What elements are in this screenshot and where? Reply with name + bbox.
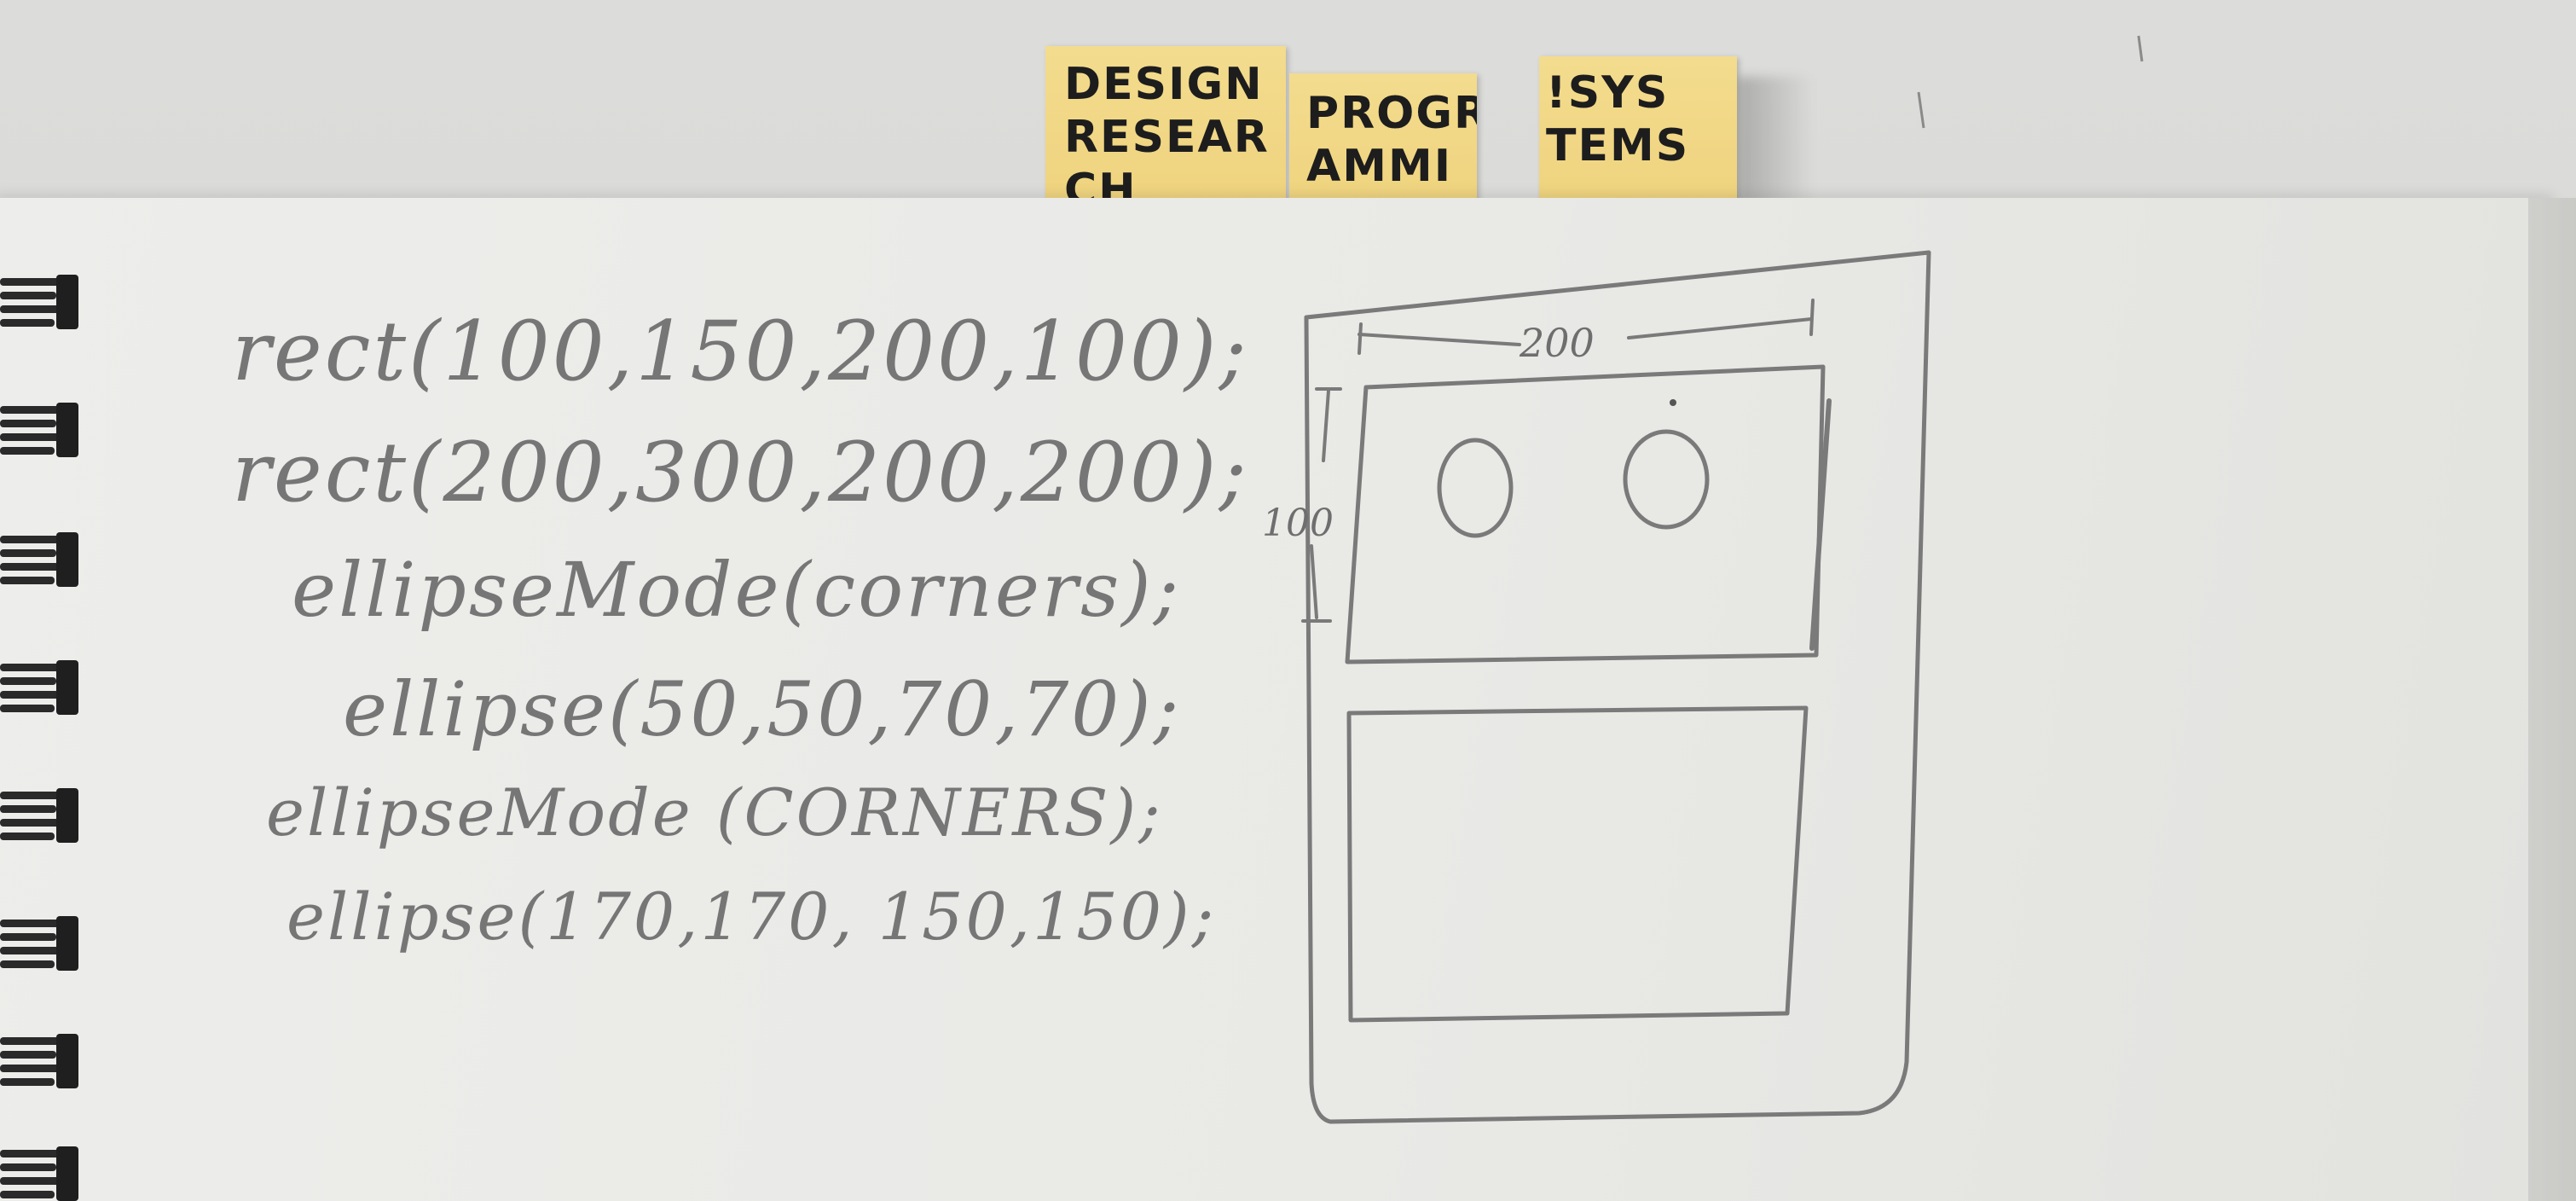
- wall-mark: [2137, 35, 2144, 62]
- spiral-ring: [0, 1143, 78, 1201]
- code-line-ellipse-1: ellipse(50,50,70,70);: [343, 665, 1182, 753]
- spiral-ring: [0, 271, 78, 333]
- outer-canvas-outline: [1304, 250, 1931, 1124]
- code-line-ellipse-2: ellipse(170,170, 150,150);: [287, 879, 1217, 954]
- top-rectangle-shade: [1809, 398, 1832, 651]
- wall-mark: [1917, 91, 1925, 129]
- sticky-tab-systems: !SYS TEMS: [1539, 56, 1737, 210]
- spiral-ring: [0, 785, 78, 846]
- top-rectangle: [1345, 364, 1826, 664]
- notebook-page-edge: [2528, 198, 2576, 1201]
- left-circle: [1437, 438, 1514, 538]
- code-line-ellipse-mode-2: ellipseMode (CORNERS);: [266, 775, 1163, 850]
- notebook-page: [0, 198, 2558, 1201]
- spiral-ring: [0, 399, 78, 461]
- height-dimension-label: 100: [1262, 502, 1334, 545]
- pencil-dot: [1670, 399, 1676, 406]
- sticky-tab-programming: PROGR AMMI NG: [1289, 73, 1477, 210]
- spiral-ring: [0, 913, 78, 974]
- spiral-ring: [0, 657, 78, 718]
- bottom-rectangle: [1346, 705, 1809, 1023]
- code-line-ellipse-mode-1: ellipseMode(corners);: [292, 546, 1182, 634]
- right-circle: [1623, 429, 1710, 530]
- spiral-ring: [0, 1030, 78, 1092]
- code-line-rect-2: rect(200,300,200,200);: [232, 425, 1249, 520]
- tab-shadow: [1737, 77, 1814, 205]
- code-line-rect-1: rect(100,150,200,100);: [232, 304, 1249, 399]
- width-dimension-label: 200: [1519, 320, 1595, 366]
- spiral-ring: [0, 529, 78, 590]
